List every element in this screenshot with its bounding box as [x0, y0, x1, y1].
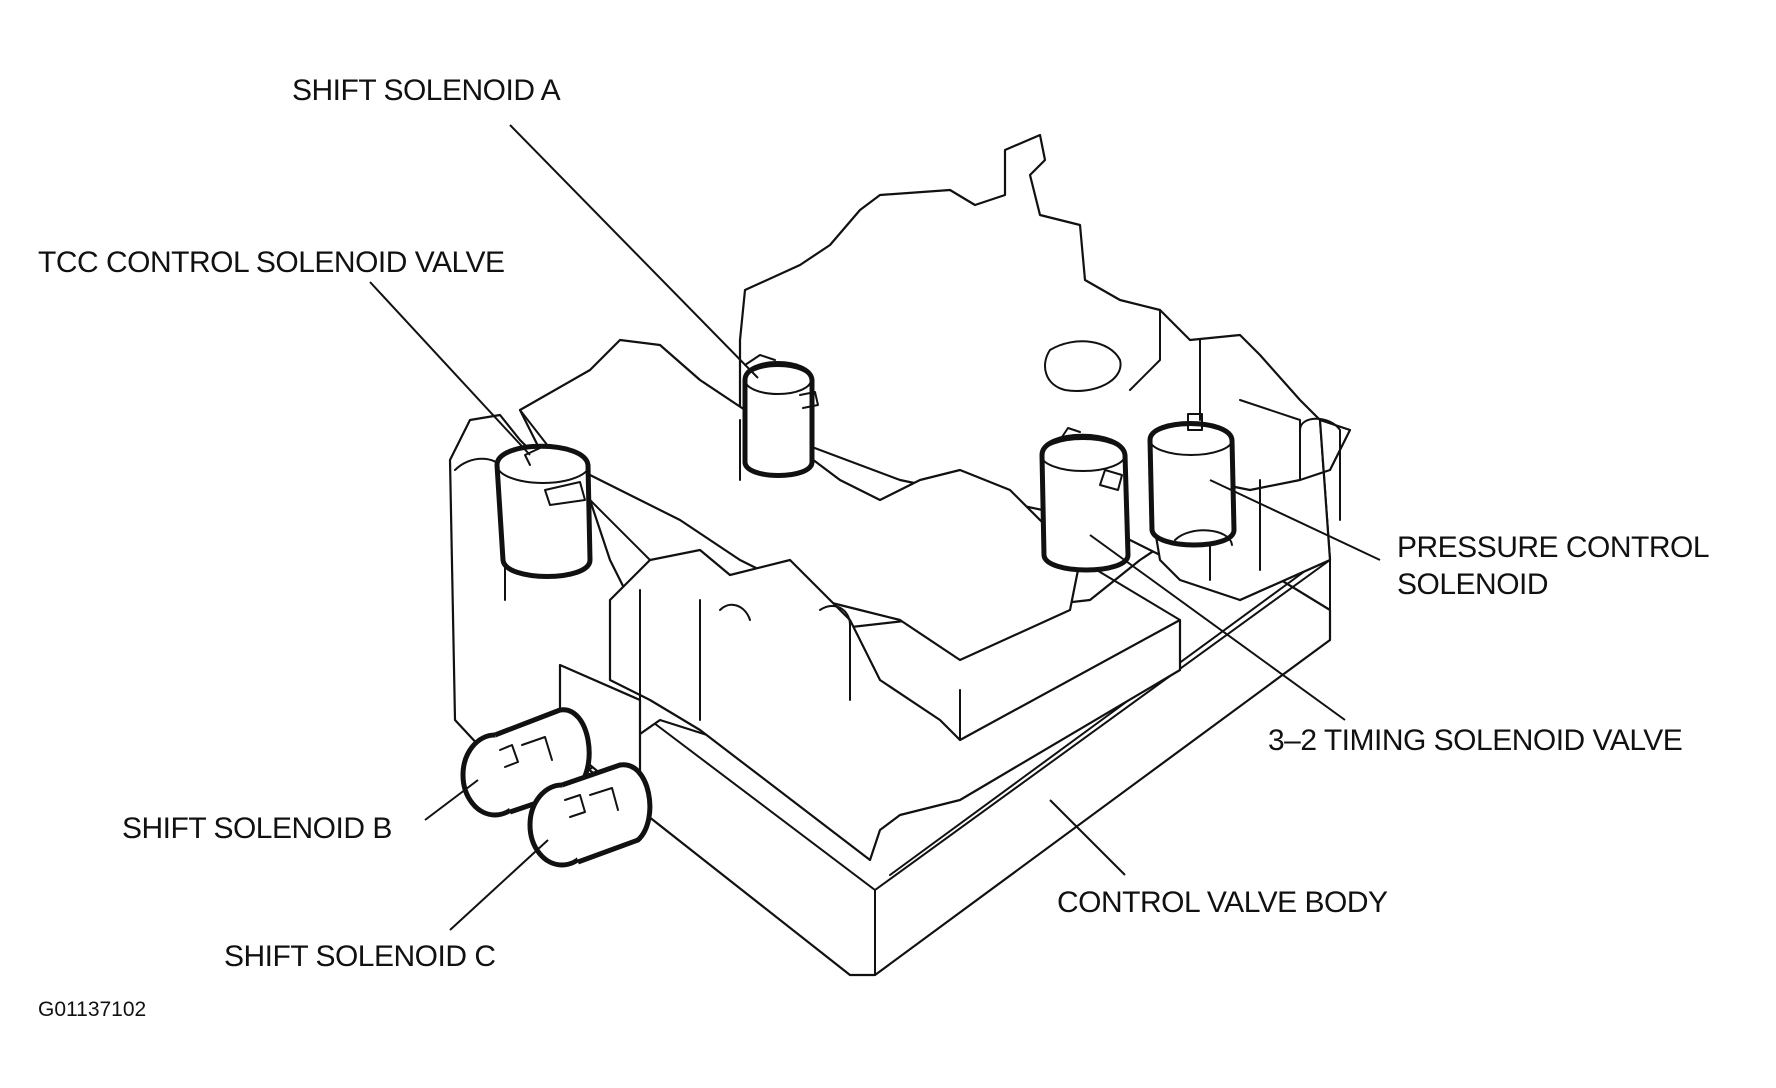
tcc-control-solenoid-part — [494, 443, 593, 579]
label-timing-solenoid-valve: 3–2 TIMING SOLENOID VALVE — [1268, 724, 1682, 757]
shift-solenoid-c-part — [527, 762, 653, 868]
solenoids — [460, 354, 1237, 868]
label-shift-solenoid-b: SHIFT SOLENOID B — [122, 812, 392, 845]
leader-shift-solenoid-b — [424, 779, 479, 821]
labels: SHIFT SOLENOID A TCC CONTROL SOLENOID VA… — [38, 74, 1710, 1021]
leader-tcc-control-solenoid-valve — [369, 281, 531, 456]
pressure-control-solenoid-part — [1147, 413, 1237, 548]
leader-pressure-control-solenoid — [1209, 479, 1381, 561]
figure-code: G01137102 — [38, 998, 146, 1021]
leader-timing-solenoid-valve — [1089, 534, 1346, 721]
leader-lines — [369, 124, 1381, 931]
label-control-valve-body: CONTROL VALVE BODY — [1057, 886, 1388, 919]
leader-shift-solenoid-a — [509, 124, 759, 379]
label-tcc-control-solenoid-valve: TCC CONTROL SOLENOID VALVE — [38, 246, 505, 279]
leader-shift-solenoid-c — [449, 839, 549, 931]
label-pressure-control-solenoid-line1: PRESSURE CONTROL — [1397, 531, 1709, 564]
leader-control-valve-body — [1049, 799, 1126, 876]
shift-solenoid-a-part — [742, 354, 819, 478]
label-shift-solenoid-c: SHIFT SOLENOID C — [224, 940, 496, 973]
label-pressure-control-solenoid-line2: SOLENOID — [1397, 568, 1548, 601]
timing-solenoid-part — [1039, 427, 1131, 573]
label-shift-solenoid-a: SHIFT SOLENOID A — [292, 74, 561, 107]
